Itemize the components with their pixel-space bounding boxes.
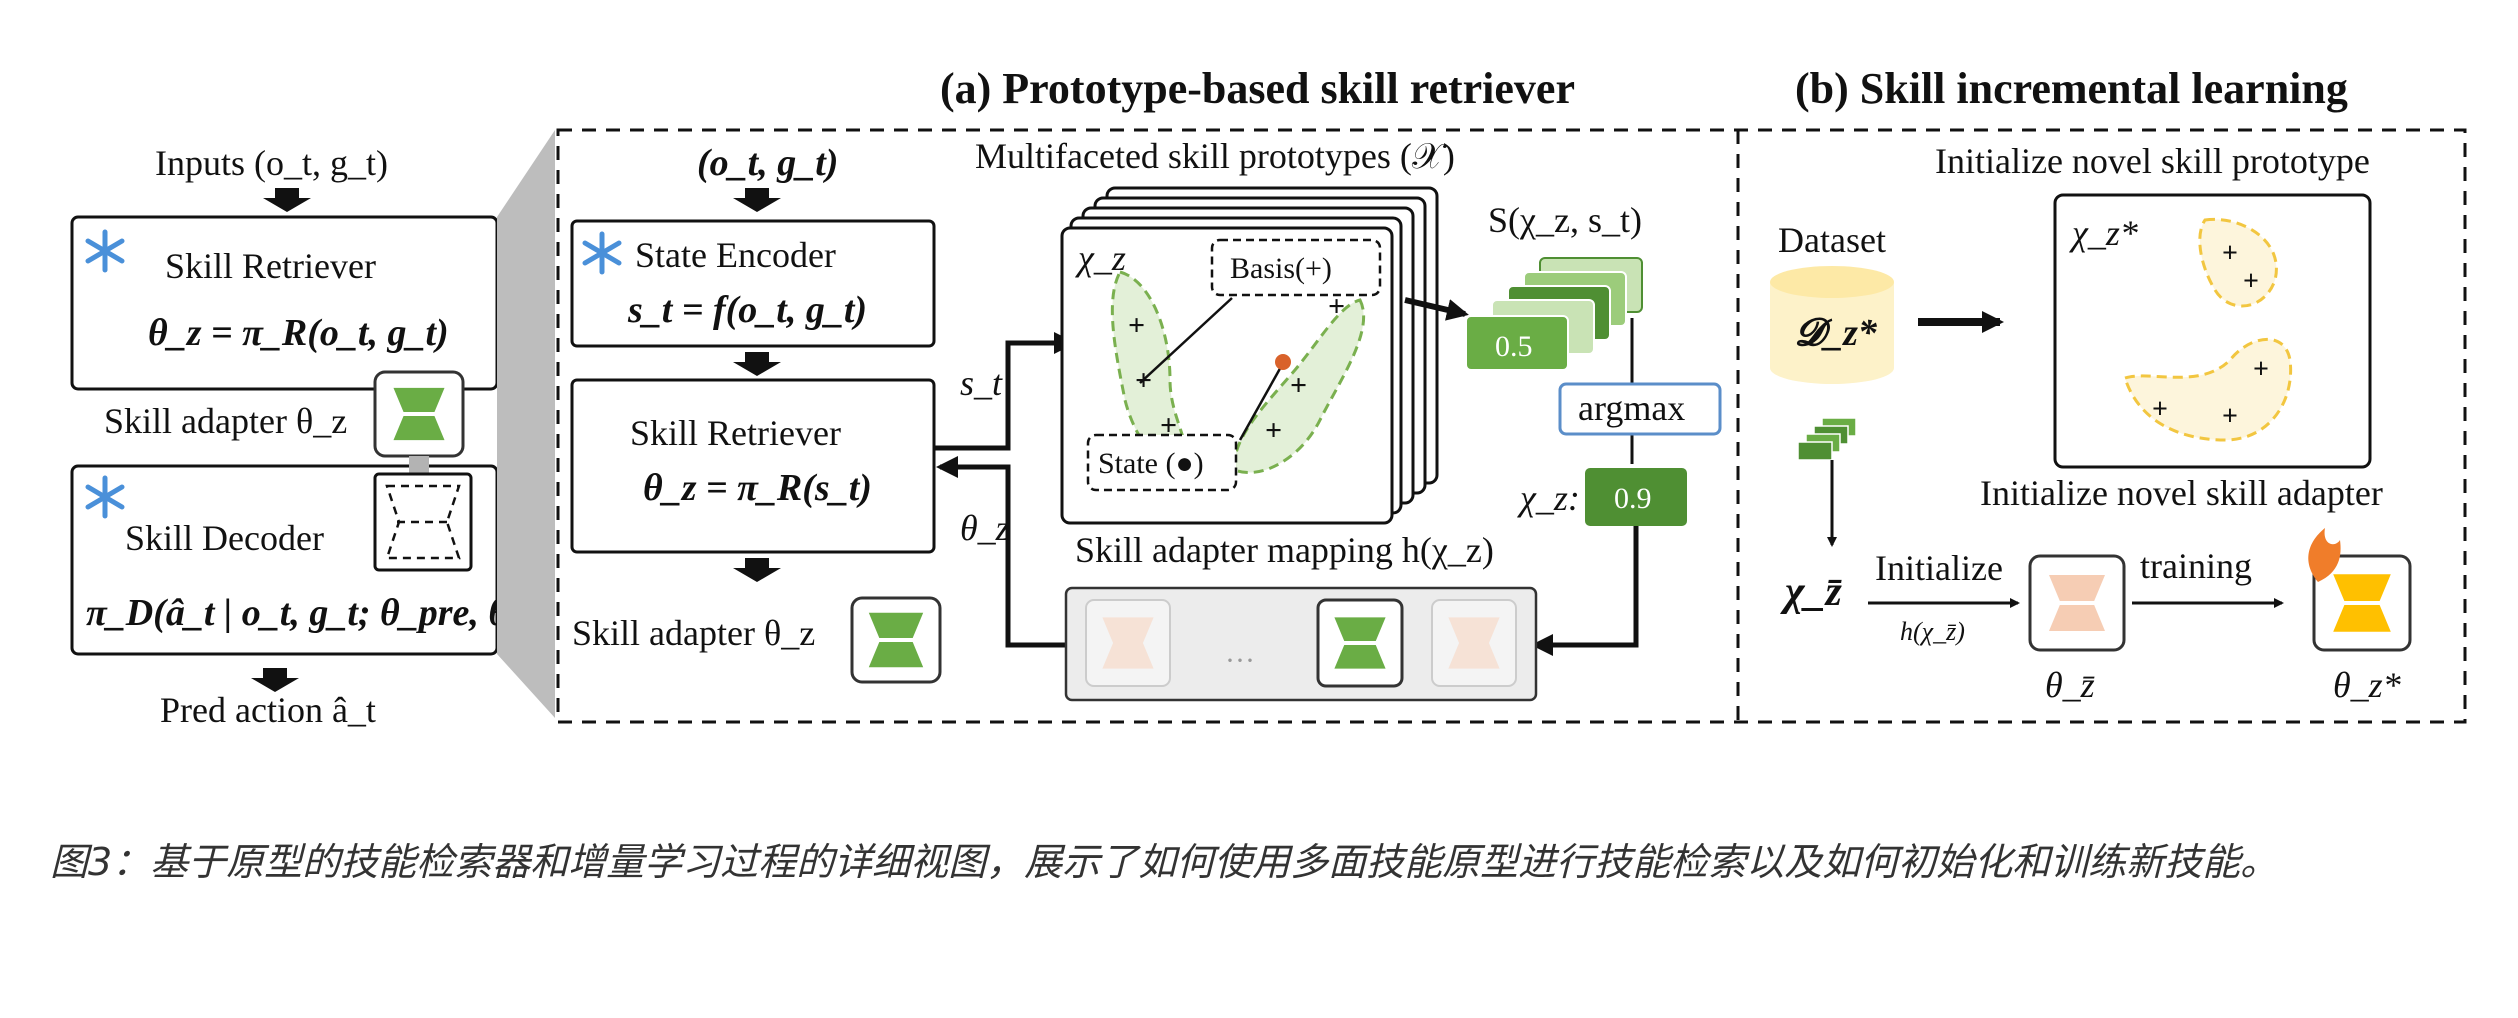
state-formula: s_t = f(o_t, g_t) [627, 289, 867, 331]
chi-z-star-label: χ_z* [2069, 213, 2138, 253]
prototype-region [1233, 298, 1366, 475]
skill-retriever-label: Skill Retriever [165, 246, 376, 286]
mapping-strip [1064, 586, 1538, 702]
arrow-down-icon [733, 558, 781, 582]
prototypes-title: Multifaceted skill prototypes (𝒳) [975, 136, 1455, 176]
retriever-formula: θ_z = π_R(s_t) [643, 467, 872, 509]
snowflake-icon [85, 229, 125, 273]
score-card-front [1465, 315, 1569, 371]
skill-retriever-box [70, 215, 499, 391]
svg-text:+: + [2222, 238, 2238, 269]
state-pointer [1238, 364, 1284, 441]
basis-pointer [1139, 297, 1233, 384]
score-1-value: 0.5 [1495, 330, 1533, 363]
init-prototype-title: Initialize novel skill prototype [1935, 141, 2370, 181]
small-stack-icon [1797, 417, 1857, 461]
init-adapter-title: Initialize novel skill adapter [1980, 473, 2383, 513]
skill-decoder-label: Skill Decoder [125, 518, 324, 558]
novel-region [2123, 337, 2293, 442]
arrow-down-icon [733, 352, 781, 376]
decoder-slot [373, 472, 473, 572]
novel-region [2198, 217, 2278, 308]
h-zbar-label: h(χ_z̄) [1900, 617, 1965, 646]
left-panel: Inputs (o_t, g_t) Skill Retriever θ_z = … [70, 143, 555, 730]
basis-label: Basis(+) [1230, 252, 1332, 285]
svg-text:+: + [2152, 394, 2168, 425]
dataset-cylinder [1770, 282, 1894, 384]
similarity-arrow [1404, 297, 1469, 321]
novel-basis-points: ++ +++ [2152, 238, 2269, 432]
training-label: training [2140, 546, 2252, 586]
dataset-symbol: 𝓓_z* [1795, 312, 1878, 354]
state-box [1086, 433, 1238, 492]
argmax-box [1558, 382, 1722, 436]
arrow-down-icon [251, 668, 299, 692]
state-arrow [934, 332, 1076, 451]
state-dot [1275, 354, 1291, 370]
ellipsis: ··· [1225, 644, 1255, 677]
mapping-arrow [1531, 526, 1639, 656]
arrow-down-icon [263, 188, 311, 212]
decoder-formula: π_D(â_t | o_t, g_t; θ_pre, θ_z) [86, 592, 555, 634]
score-2-value: 0.9 [1614, 482, 1652, 515]
flame-icon [2308, 528, 2341, 582]
arrow-down-icon [733, 188, 781, 212]
inputs-label: Inputs (o_t, g_t) [155, 143, 388, 183]
chi-zbar-label: χ_z̄ [1780, 569, 1843, 615]
dataset-cylinder-top [1770, 266, 1894, 298]
chi-z-label: χ_z [1075, 238, 1126, 278]
initialize-label: Initialize [1875, 548, 2003, 588]
basis-box [1210, 238, 1382, 297]
svg-text:+: + [1290, 369, 1307, 402]
panel-b: Initialize novel skill prototype Dataset… [1770, 141, 2412, 705]
pred-action-label: Pred action â_t [160, 690, 376, 730]
snowflake-icon [582, 231, 622, 275]
skill-adapter-label: Skill adapter θ_z [572, 613, 815, 653]
state-encoder-label: State Encoder [635, 235, 836, 275]
mapping-title: Skill adapter mapping h(χ_z) [1075, 530, 1494, 570]
state-label: State (●) [1098, 447, 1204, 480]
zoom-connector [497, 130, 555, 718]
skill-adapter-label: Skill adapter θ_z [104, 401, 347, 441]
svg-text:+: + [1265, 414, 1282, 447]
svg-text:+: + [1328, 290, 1345, 323]
chi-z-score-label: χ_z: [1517, 478, 1580, 518]
similarity-label: S(χ_z, s_t) [1488, 200, 1642, 240]
theta-z-star-label: θ_z* [2333, 665, 2401, 705]
svg-text:+: + [2222, 401, 2238, 432]
title-a: (a) Prototype-based skill retriever [940, 64, 1575, 113]
score-2-box [1585, 468, 1687, 526]
argmax-label: argmax [1578, 388, 1685, 428]
panel-a: (o_t, g_t) State Encoder s_t = f(o_t, g_… [570, 136, 1722, 702]
theta-zbar-label: θ_z̄ [2045, 665, 2095, 705]
diagram-canvas: (a) Prototype-based skill retriever (b) … [70, 64, 2467, 730]
theta-z-label: θ_z [960, 508, 1010, 548]
input-label: (o_t, g_t) [697, 142, 838, 184]
svg-text:+: + [1128, 309, 1145, 342]
prototype-region [1110, 270, 1188, 472]
figure-caption: 图3：基于原型的技能检索器和增量学习过程的详细视图，展示了如何使用多面技能原型进… [50, 840, 2279, 884]
skill-retriever-box [570, 378, 936, 554]
basis-points: +++ +++ [1128, 290, 1345, 447]
dataset-label: Dataset [1778, 220, 1886, 260]
svg-text:+: + [2253, 354, 2269, 385]
title-b: (b) Skill incremental learning [1795, 64, 2348, 113]
s-t-label: s_t [960, 363, 1003, 403]
retriever-formula: θ_z = π_R(o_t, g_t) [148, 312, 449, 354]
svg-text:+: + [2243, 266, 2259, 297]
state-encoder-box [570, 219, 936, 348]
snowflake-icon [85, 475, 125, 519]
skill-retriever-label: Skill Retriever [630, 413, 841, 453]
